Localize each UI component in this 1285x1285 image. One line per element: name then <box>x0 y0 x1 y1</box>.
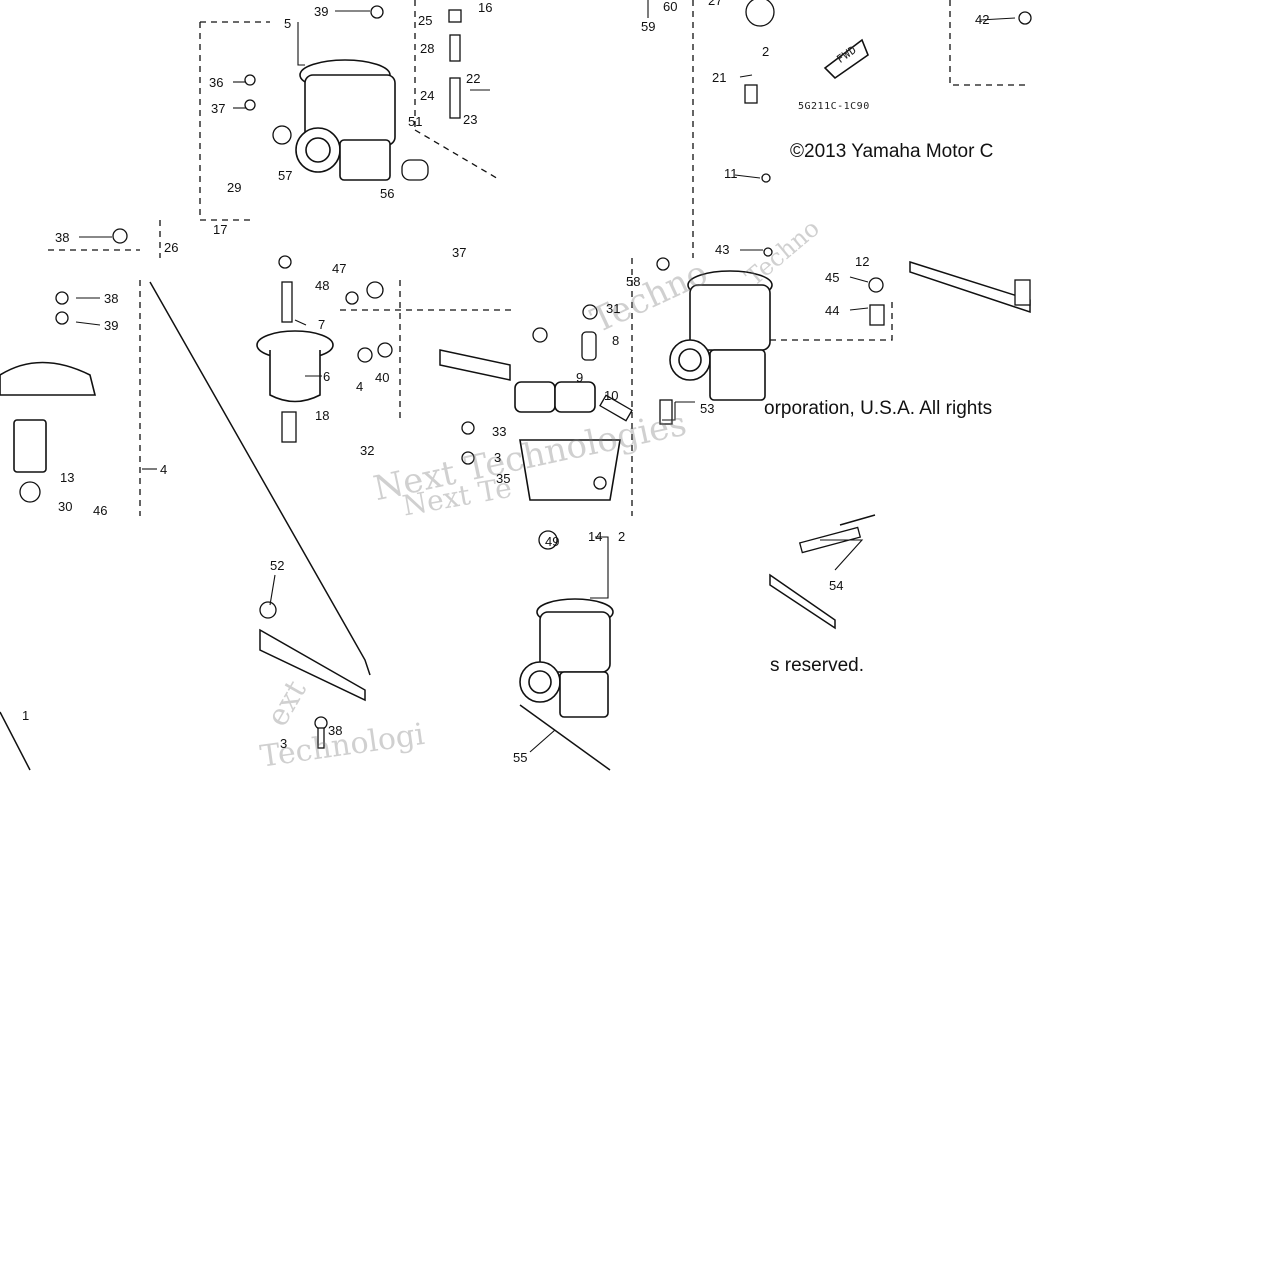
callout-5: 5 <box>284 16 291 31</box>
callout-24: 24 <box>420 88 434 103</box>
small-parts <box>19 0 1032 749</box>
callout-18: 18 <box>315 408 329 423</box>
callout-6: 6 <box>323 369 330 384</box>
callout-11: 11 <box>724 166 738 181</box>
callout-28: 28 <box>420 41 434 56</box>
callout-38c: 38 <box>328 723 342 738</box>
callout-2b: 2 <box>762 44 769 59</box>
callout-4a: 4 <box>160 462 167 477</box>
callout-37b: 37 <box>452 245 466 260</box>
callout-27: 27 <box>708 0 722 8</box>
part-code-label: 5G211C-1C90 <box>798 101 870 112</box>
callout-8: 8 <box>612 333 619 348</box>
callout-45: 45 <box>825 270 839 285</box>
callout-30: 30 <box>58 499 72 514</box>
callout-43: 43 <box>715 242 729 257</box>
callout-13: 13 <box>60 470 74 485</box>
copyright-line-3: s reserved. <box>770 655 864 676</box>
callout-3a: 3 <box>494 450 501 465</box>
callout-3b: 3 <box>280 736 287 751</box>
callout-40: 40 <box>375 370 389 385</box>
callout-2a: 2 <box>618 529 625 544</box>
callout-12: 12 <box>855 254 869 269</box>
callout-46: 46 <box>93 503 107 518</box>
callout-7: 7 <box>318 317 325 332</box>
callout-49: 49 <box>545 534 559 549</box>
callout-17: 17 <box>213 222 227 237</box>
copyright-line-1: ©2013 Yamaha Motor C <box>790 141 994 162</box>
callout-48: 48 <box>315 278 329 293</box>
callout-leader-lines <box>75 0 1016 753</box>
callout-26: 26 <box>164 240 178 255</box>
callout-4b: 4 <box>356 379 363 394</box>
callout-29: 29 <box>227 180 241 195</box>
callout-21: 21 <box>712 70 726 85</box>
dashed-assembly-frames <box>48 0 1030 516</box>
callout-39a: 39 <box>314 4 328 19</box>
callout-57: 57 <box>278 168 292 183</box>
callout-32: 32 <box>360 443 374 458</box>
callout-51: 51 <box>408 114 422 129</box>
callout-44: 44 <box>825 303 839 318</box>
callout-31: 31 <box>606 301 620 316</box>
linkage-rods <box>0 260 1031 771</box>
callout-58: 58 <box>626 274 640 289</box>
callout-33: 33 <box>492 424 506 439</box>
callout-47: 47 <box>332 261 346 276</box>
callout-59: 59 <box>641 19 655 34</box>
callout-9: 9 <box>576 370 583 385</box>
callout-1: 1 <box>22 708 29 723</box>
copyright-line-2: orporation, U.S.A. All rights <box>764 398 993 419</box>
callout-39b: 39 <box>104 318 118 333</box>
callout-53: 53 <box>700 401 714 416</box>
callout-25: 25 <box>418 13 432 28</box>
callout-16: 16 <box>478 0 492 15</box>
callout-55: 55 <box>513 750 527 765</box>
callout-23: 23 <box>463 112 477 127</box>
carburetor-assemblies <box>0 38 869 718</box>
callout-22: 22 <box>466 71 480 86</box>
callout-36: 36 <box>209 75 223 90</box>
callout-54: 54 <box>829 578 843 593</box>
callout-38a: 38 <box>55 230 69 245</box>
callout-38b: 38 <box>104 291 118 306</box>
callout-60: 60 <box>663 0 677 14</box>
callout-14: 14 <box>588 529 602 544</box>
callout-56: 56 <box>380 186 394 201</box>
callout-42: 42 <box>975 12 989 27</box>
callout-52: 52 <box>270 558 284 573</box>
callout-35: 35 <box>496 471 510 486</box>
callout-10: 10 <box>604 388 618 403</box>
callout-37a: 37 <box>211 101 225 116</box>
